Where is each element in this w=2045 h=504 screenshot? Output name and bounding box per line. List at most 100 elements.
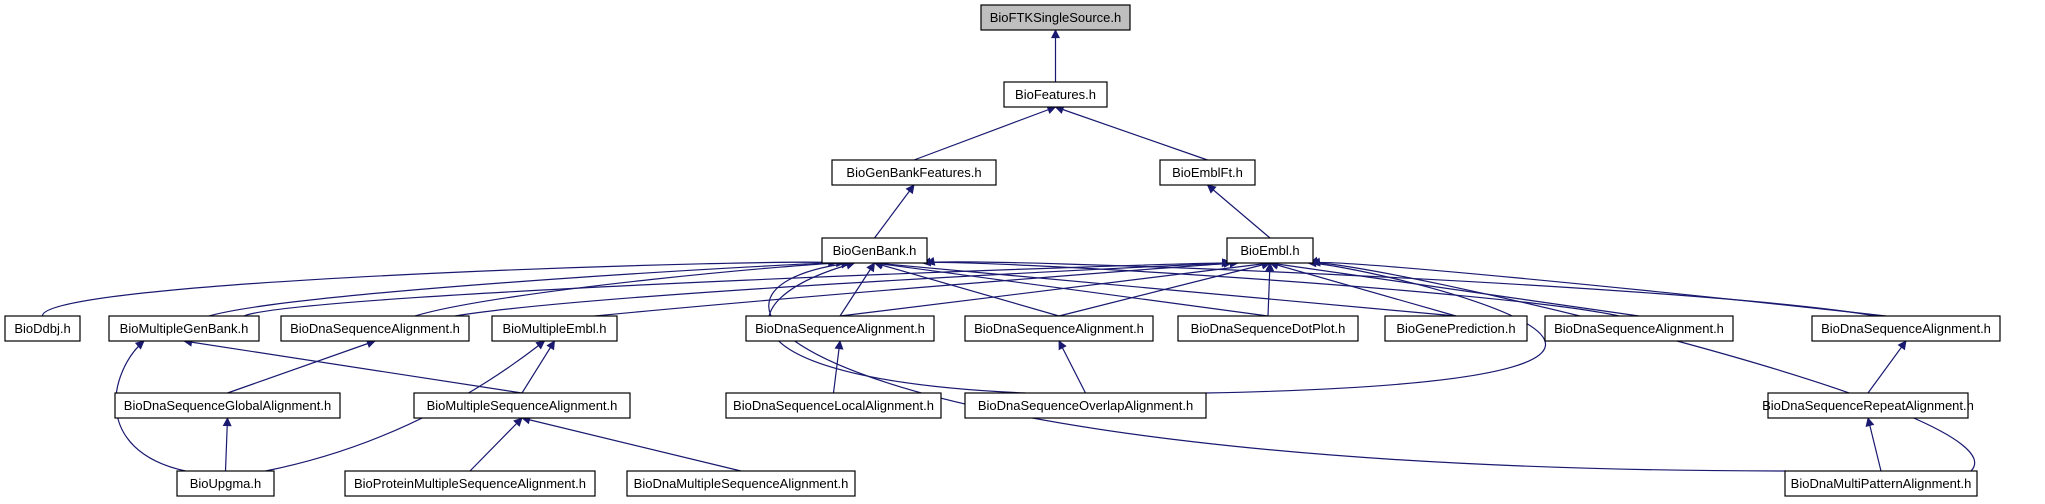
node-label: BioFTKSingleSource.h <box>990 10 1122 25</box>
node-label: BioDnaMultipleSequenceAlignment.h <box>634 476 849 491</box>
node-box[interactable] <box>821 237 928 264</box>
node-label: BioDnaSequenceAlignment.h <box>290 321 460 336</box>
node-label: BioGenePrediction.h <box>1396 321 1515 336</box>
node-label: BioUpgma.h <box>190 476 262 491</box>
edge-n14-to-n4 <box>921 257 1620 317</box>
node-box[interactable] <box>1003 81 1108 108</box>
node-n7[interactable]: BioMultipleGenBank.h <box>108 315 260 342</box>
node-box[interactable] <box>114 392 341 419</box>
edge-n7-to-n5 <box>243 258 1231 317</box>
node-box[interactable] <box>4 315 81 342</box>
node-box[interactable] <box>491 315 618 342</box>
node-box[interactable] <box>745 315 935 342</box>
edge-n5-to-n3 <box>1206 184 1271 239</box>
edge-n11-to-n4 <box>873 260 1060 317</box>
node-label: BioDdbj.h <box>14 321 70 336</box>
edge-n7-to-n4 <box>208 258 838 317</box>
node-label: BioGenBank.h <box>833 243 917 258</box>
node-n15[interactable]: BioDnaSequenceAlignment.h <box>1811 315 2001 342</box>
node-box[interactable] <box>725 392 942 419</box>
node-box[interactable] <box>964 392 1207 419</box>
node-label: BioDnaSequenceAlignment.h <box>1554 321 1724 336</box>
node-box[interactable] <box>344 470 596 497</box>
edge-n24-to-n4 <box>768 259 1787 472</box>
edge-n14-to-n5 <box>1269 259 1640 317</box>
node-label: BioFeatures.h <box>1015 87 1096 102</box>
node-label: BioDnaSequenceLocalAlignment.h <box>733 398 934 413</box>
edge-n8-to-n5 <box>454 258 1233 317</box>
node-label: BioEmblFt.h <box>1172 165 1243 180</box>
edge-n10-to-n4 <box>839 262 876 317</box>
edge-n11-to-n5 <box>1058 260 1271 317</box>
node-box[interactable] <box>1177 315 1359 342</box>
node-n9[interactable]: BioMultipleEmbl.h <box>491 315 618 342</box>
node-box[interactable] <box>1544 315 1734 342</box>
edge-n15-to-n5 <box>1309 256 1887 317</box>
node-label: BioMultipleSequenceAlignment.h <box>427 398 618 413</box>
edge-n13-to-n5 <box>1269 260 1457 317</box>
edge-n21-to-n16 <box>222 417 232 472</box>
edge-n6-to-n4 <box>41 255 831 317</box>
node-label: BioDnaSequenceAlignment.h <box>755 321 925 336</box>
node-box[interactable] <box>413 392 631 419</box>
node-n16[interactable]: BioDnaSequenceGlobalAlignment.h <box>114 392 341 419</box>
node-label: BioDnaSequenceAlignment.h <box>1821 321 1991 336</box>
edge-n23-to-n17 <box>521 415 742 472</box>
node-box[interactable] <box>980 4 1131 31</box>
node-n19[interactable]: BioDnaSequenceOverlapAlignment.h <box>964 392 1207 419</box>
node-label: BioMultipleGenBank.h <box>120 321 249 336</box>
node-n20[interactable]: BioDnaSequenceRepeatAlignment.h <box>1762 392 1974 419</box>
edge-n16-to-n8 <box>227 339 376 394</box>
node-n5[interactable]: BioEmbl.h <box>1226 237 1314 264</box>
node-box[interactable] <box>1767 392 1969 419</box>
node-box[interactable] <box>108 315 260 342</box>
edge-n2-to-n1 <box>913 105 1057 161</box>
node-label: BioMultipleEmbl.h <box>502 321 606 336</box>
node-box[interactable] <box>280 315 470 342</box>
node-label: BioEmbl.h <box>1240 243 1299 258</box>
node-n1[interactable]: BioFeatures.h <box>1003 81 1108 108</box>
node-n18[interactable]: BioDnaSequenceLocalAlignment.h <box>725 392 942 419</box>
node-n17[interactable]: BioMultipleSequenceAlignment.h <box>413 392 631 419</box>
node-n11[interactable]: BioDnaSequenceAlignment.h <box>964 315 1154 342</box>
node-label: BioDnaSequenceRepeatAlignment.h <box>1762 398 1974 413</box>
edge-n19-to-n11 <box>1058 340 1087 394</box>
node-box[interactable] <box>1159 159 1256 186</box>
node-n3[interactable]: BioEmblFt.h <box>1159 159 1256 186</box>
node-n23[interactable]: BioDnaMultipleSequenceAlignment.h <box>626 470 856 497</box>
node-label: BioDnaSequenceDotPlot.h <box>1191 321 1346 336</box>
edge-n24-to-n20 <box>1865 417 1882 472</box>
node-box[interactable] <box>1226 237 1314 264</box>
node-n2[interactable]: BioGenBankFeatures.h <box>831 159 997 186</box>
node-box[interactable] <box>1384 315 1528 342</box>
node-n24[interactable]: BioDnaMultiPatternAlignment.h <box>1784 470 1978 497</box>
node-label: BioDnaSequenceAlignment.h <box>974 321 1144 336</box>
node-label: BioGenBankFeatures.h <box>846 165 981 180</box>
node-box[interactable] <box>831 159 997 186</box>
edge-n10-to-n5 <box>839 259 1271 317</box>
node-box[interactable] <box>964 315 1154 342</box>
node-n14[interactable]: BioDnaSequenceAlignment.h <box>1544 315 1734 342</box>
node-n13[interactable]: BioGenePrediction.h <box>1384 315 1528 342</box>
node-n8[interactable]: BioDnaSequenceAlignment.h <box>280 315 470 342</box>
node-box[interactable] <box>1811 315 2001 342</box>
node-n12[interactable]: BioDnaSequenceDotPlot.h <box>1177 315 1359 342</box>
node-n0[interactable]: BioFTKSingleSource.h <box>980 4 1131 31</box>
node-label: BioDnaMultiPatternAlignment.h <box>1791 476 1972 491</box>
edge-n8-to-n4 <box>414 258 846 317</box>
edge-n17-to-n9 <box>521 340 556 394</box>
edge-n3-to-n1 <box>1054 105 1208 161</box>
node-label: BioDnaSequenceOverlapAlignment.h <box>978 398 1193 413</box>
edge-n24-to-n5 <box>1311 257 1976 472</box>
node-n4[interactable]: BioGenBank.h <box>821 237 928 264</box>
node-box[interactable] <box>626 470 856 497</box>
node-n21[interactable]: BioUpgma.h <box>176 470 275 497</box>
node-n22[interactable]: BioProteinMultipleSequenceAlignment.h <box>344 470 596 497</box>
edge-n4-to-n2 <box>874 184 915 239</box>
node-box[interactable] <box>1784 470 1978 497</box>
node-box[interactable] <box>176 470 275 497</box>
edge-n20-to-n15 <box>1867 340 1907 394</box>
node-n6[interactable]: BioDdbj.h <box>4 315 81 342</box>
node-n10[interactable]: BioDnaSequenceAlignment.h <box>745 315 935 342</box>
